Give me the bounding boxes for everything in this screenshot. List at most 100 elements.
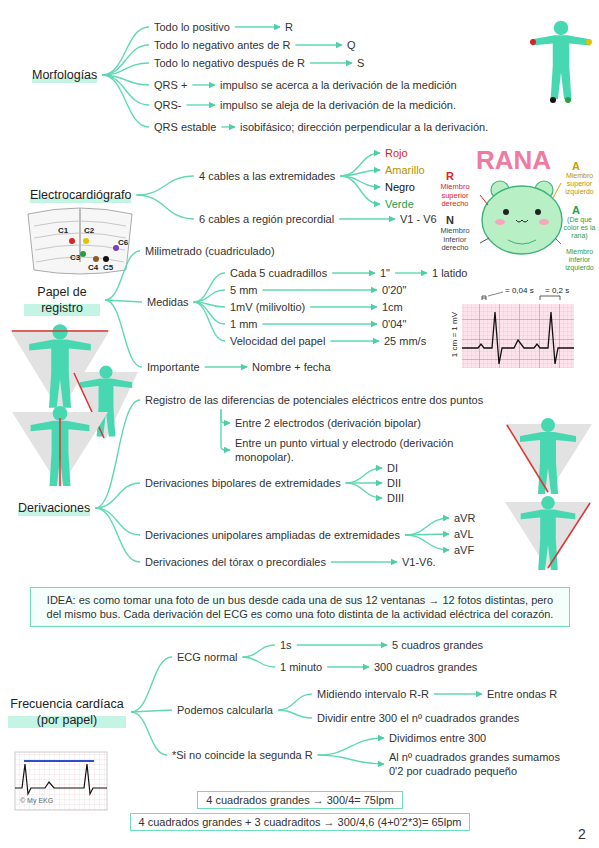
- branch-text: Derivaciones unipolares ampliadas de ext…: [143, 527, 402, 543]
- ecg-paper: [462, 292, 574, 368]
- note-label: C3: [70, 253, 80, 262]
- note-label: C5: [103, 263, 113, 272]
- node-text: Negro: [385, 180, 415, 194]
- branch-text: Amarillo: [383, 162, 427, 178]
- branch-heading: Papel de registro: [22, 283, 102, 318]
- branch-text: impulso se acerca a la derivación de la …: [218, 77, 459, 93]
- arrow-line: [405, 518, 449, 535]
- node-text: Electrocardiógrafo: [30, 187, 131, 203]
- node-text: Papel de registro: [24, 284, 100, 317]
- node-text: S: [357, 56, 364, 70]
- node-text: 1 mm: [230, 317, 258, 331]
- node-text: 25 mm/s: [384, 334, 426, 348]
- node-text: 1 minuto: [280, 660, 322, 674]
- node-text: 300 cuadros grandes: [374, 660, 477, 674]
- branch-text: V1-V6.: [400, 554, 438, 570]
- branch-line: [95, 400, 140, 508]
- branch-line: [105, 300, 142, 367]
- branch-text: aVF: [452, 542, 476, 558]
- note-label: RANA: [476, 146, 551, 176]
- note-label: Miembro inferior izquierdo: [561, 248, 598, 272]
- node-text: isobifásico; dirección perpendicular a l…: [240, 120, 488, 134]
- node-text: Frecuencia cardíaca (por papel): [8, 696, 126, 729]
- branch-text: Dividir entre 300 el nº cuadrados grande…: [315, 710, 521, 726]
- idea-box: IDEA: es como tomar una foto de un bus d…: [30, 587, 570, 628]
- branch-text: Todo lo negativo después de R: [152, 55, 307, 71]
- arrow-line: [221, 126, 235, 127]
- branch-line: [194, 302, 225, 341]
- node-text: Derivaciones: [18, 500, 90, 516]
- node-text: Nombre + fecha: [252, 360, 331, 374]
- chest-illustration: [28, 208, 132, 274]
- branch-line: [102, 75, 149, 127]
- branch-text: Nombre + fecha: [250, 359, 333, 375]
- node-text: Importante: [147, 360, 200, 374]
- node-text: 1s: [280, 638, 292, 652]
- note-label: Miembro inferior derecho: [430, 227, 480, 253]
- arrow-line: [318, 755, 384, 764]
- branch-text: Midiendo intervalo R-R: [315, 686, 431, 702]
- note-label: 1 cm = 1 mV: [450, 310, 459, 360]
- branch-text: Medidas: [145, 294, 191, 310]
- node-text: Medidas: [147, 295, 189, 309]
- node-text: Milimetrado (cuadriculado): [145, 244, 275, 258]
- note-label: © My EKG: [20, 797, 53, 805]
- branch-line: [131, 710, 172, 712]
- node-text: Cada 5 cuadradillos: [230, 266, 327, 280]
- branch-text: DIII: [385, 490, 406, 506]
- node-text: V1-V6.: [402, 555, 436, 569]
- arrow-line: [340, 176, 380, 204]
- node-text: impulso se aleja de la derivación de la …: [220, 98, 456, 112]
- node-text: V1 - V6: [400, 212, 437, 226]
- branch-line: [95, 508, 140, 535]
- branch-text: 4 cables a las extremidades: [197, 168, 337, 184]
- node-text: Dividir entre 300 el nº cuadrados grande…: [317, 711, 519, 725]
- branch-text: V1 - V6: [398, 211, 439, 227]
- branch-text: QRS estable: [152, 119, 218, 135]
- note-label: C4: [88, 263, 98, 272]
- node-text: aVR: [454, 511, 475, 525]
- node-text: Midiendo intervalo R-R: [317, 687, 429, 701]
- note-label: C1: [58, 226, 68, 235]
- node-text: DI: [387, 461, 398, 475]
- note-label: A: [572, 204, 580, 217]
- node-text: aVL: [454, 527, 474, 541]
- arrow-line: [327, 666, 369, 667]
- note-label: 2: [578, 826, 586, 842]
- branch-text: 1s: [278, 637, 294, 653]
- branch-text: DII: [385, 475, 403, 491]
- node-text: Registro de las diferencias de potencial…: [145, 393, 483, 407]
- branch-line: [194, 290, 225, 302]
- branch-text: impulso se aleja de la derivación de la …: [218, 97, 458, 113]
- branch-text: Q: [345, 37, 358, 53]
- branch-text: Podemos calcularla: [175, 702, 275, 718]
- branch-text: QRS-: [152, 97, 184, 113]
- arrow-line: [318, 738, 384, 755]
- node-text: Entre ondas R: [487, 687, 557, 701]
- branch-text: Entre un punto virtual y electrodo (deri…: [233, 435, 488, 466]
- branch-text: Rojo: [383, 145, 410, 161]
- arrow-line: [221, 409, 230, 423]
- branch-text: 25 mm/s: [382, 333, 428, 349]
- branch-text: S: [355, 55, 366, 71]
- arrow-line: [395, 272, 427, 273]
- node-text: 4 cuadrados grandes + 3 cuadraditos → 30…: [139, 815, 462, 829]
- branch-text: Todo lo negativo antes de R: [152, 37, 292, 53]
- branch-text: 1 minuto: [278, 659, 324, 675]
- branch-text: Negro: [383, 179, 417, 195]
- arrow-line: [340, 170, 380, 176]
- node-text: Verde: [385, 197, 414, 211]
- frog-illustration: [480, 181, 562, 254]
- branch-text: Entre ondas R: [485, 686, 559, 702]
- arrow-line: [205, 366, 247, 367]
- result-box: 4 cuadrados grandes + 3 cuadraditos → 30…: [130, 813, 471, 831]
- branch-text: Verde: [383, 196, 416, 212]
- node-text: 0'20": [382, 283, 406, 297]
- branch-line: [102, 63, 149, 75]
- node-text: R: [285, 20, 293, 34]
- branch-line: [131, 657, 172, 712]
- node-text: 6 cables a región precordial: [199, 212, 334, 226]
- node-text: Velocidad del papel: [230, 334, 325, 348]
- branch-line: [102, 27, 149, 75]
- node-text: 0'04": [382, 317, 406, 331]
